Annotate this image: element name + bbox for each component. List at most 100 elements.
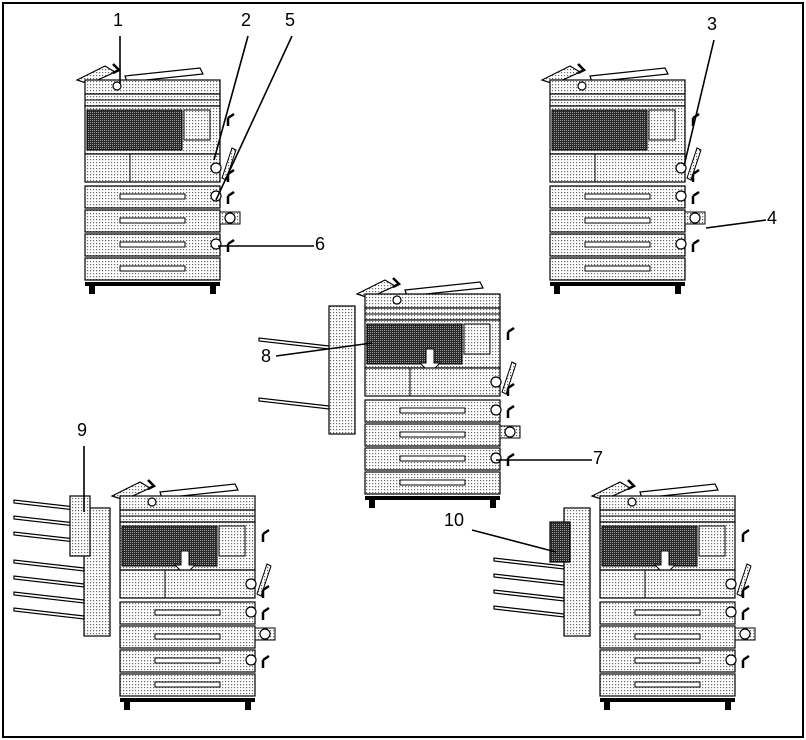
drawer-handle (584, 241, 651, 248)
callout-label: 10 (444, 510, 464, 530)
machine-bottom-left (13, 479, 276, 710)
machine-base (365, 496, 500, 500)
callout-label: 5 (285, 10, 295, 30)
duplex-unit (84, 153, 221, 183)
drawer-latch (675, 238, 687, 250)
finisher-output-tray (493, 573, 565, 586)
drawer-handle (154, 657, 221, 664)
drawer-handle (119, 265, 186, 272)
callout-label: 8 (261, 346, 271, 366)
adf-body (84, 79, 221, 95)
duplex-unit (119, 569, 256, 599)
saddle-unit (549, 521, 571, 563)
callout-label: 4 (767, 208, 777, 228)
adf-knob (147, 497, 157, 507)
side-tray-knob (689, 212, 701, 224)
bypass-latch (210, 162, 222, 174)
finisher-output-tray (13, 591, 85, 604)
callout-leader (213, 35, 249, 161)
bypass-tray (256, 563, 272, 597)
drawer-latch (490, 404, 502, 416)
drawer-handle (584, 217, 651, 224)
arrow-icon (741, 584, 750, 598)
output-window (121, 525, 218, 567)
arrow-icon (691, 238, 700, 252)
bypass-latch (725, 578, 737, 590)
machine-foot (245, 702, 251, 710)
finisher-output-tray (13, 559, 85, 572)
arrow-icon (627, 479, 637, 491)
arrow-icon (741, 606, 750, 620)
bypass-tray (736, 563, 752, 597)
callout-label: 9 (77, 420, 87, 440)
arrow-icon (261, 606, 270, 620)
machine-foot (490, 500, 496, 508)
drawer-handle (399, 407, 466, 414)
arrow-icon (691, 168, 700, 182)
adf-body (599, 495, 736, 511)
callout-leader (705, 219, 767, 229)
side-tray-knob (739, 628, 751, 640)
bypass-tray (686, 147, 702, 181)
drawer-handle (154, 633, 221, 640)
drawer-latch (725, 654, 737, 666)
drawer-handle (154, 681, 221, 688)
arrow-icon (691, 190, 700, 204)
machine-bottom-right (493, 479, 756, 710)
arrow-icon (506, 382, 515, 396)
adf-body (549, 79, 686, 95)
bypass-tray (221, 147, 237, 181)
machine-foot (675, 286, 681, 294)
machine-center (258, 277, 521, 508)
drawer-latch (675, 190, 687, 202)
machine-foot (210, 286, 216, 294)
bypass-latch (490, 376, 502, 388)
callout-label: 1 (113, 10, 123, 30)
machine-foot (89, 286, 95, 294)
drawer-handle (154, 609, 221, 616)
finisher-output-tray (258, 397, 330, 410)
bypass-latch (245, 578, 257, 590)
drawer-handle (634, 681, 701, 688)
duplex-unit (599, 569, 736, 599)
arrow-icon (226, 190, 235, 204)
bypass-tray (501, 361, 517, 395)
callout-label: 7 (593, 448, 603, 468)
side-tray-knob (259, 628, 271, 640)
machine-base (550, 282, 685, 286)
drawer-latch (210, 238, 222, 250)
drawer-handle (119, 217, 186, 224)
drawer-handle (119, 193, 186, 200)
adf-body (119, 495, 256, 511)
control-panel (218, 525, 246, 557)
drawer-handle (584, 193, 651, 200)
control-panel (698, 525, 726, 557)
finisher-unit (328, 305, 356, 435)
callout-leader (215, 35, 293, 201)
output-window (601, 525, 698, 567)
drawer-latch (725, 606, 737, 618)
duplex-unit (549, 153, 686, 183)
arrow-icon (147, 479, 157, 491)
arrow-icon (577, 63, 587, 75)
control-panel (183, 109, 211, 141)
callout-label: 6 (315, 234, 325, 254)
adf-knob (577, 81, 587, 91)
finisher-output-tray (493, 557, 565, 570)
arrow-icon (261, 528, 270, 542)
machine-base (120, 698, 255, 702)
machine-top-right (540, 63, 706, 294)
adf-knob (392, 295, 402, 305)
duplex-unit (364, 367, 501, 397)
finisher-output-tray (493, 589, 565, 602)
machine-foot (369, 500, 375, 508)
machine-foot (124, 702, 130, 710)
drawer-handle (119, 241, 186, 248)
drawer-handle (399, 431, 466, 438)
finisher-output-tray (493, 605, 565, 618)
output-window (551, 109, 648, 151)
callout-label: 2 (241, 10, 251, 30)
callout-leader (471, 529, 557, 553)
